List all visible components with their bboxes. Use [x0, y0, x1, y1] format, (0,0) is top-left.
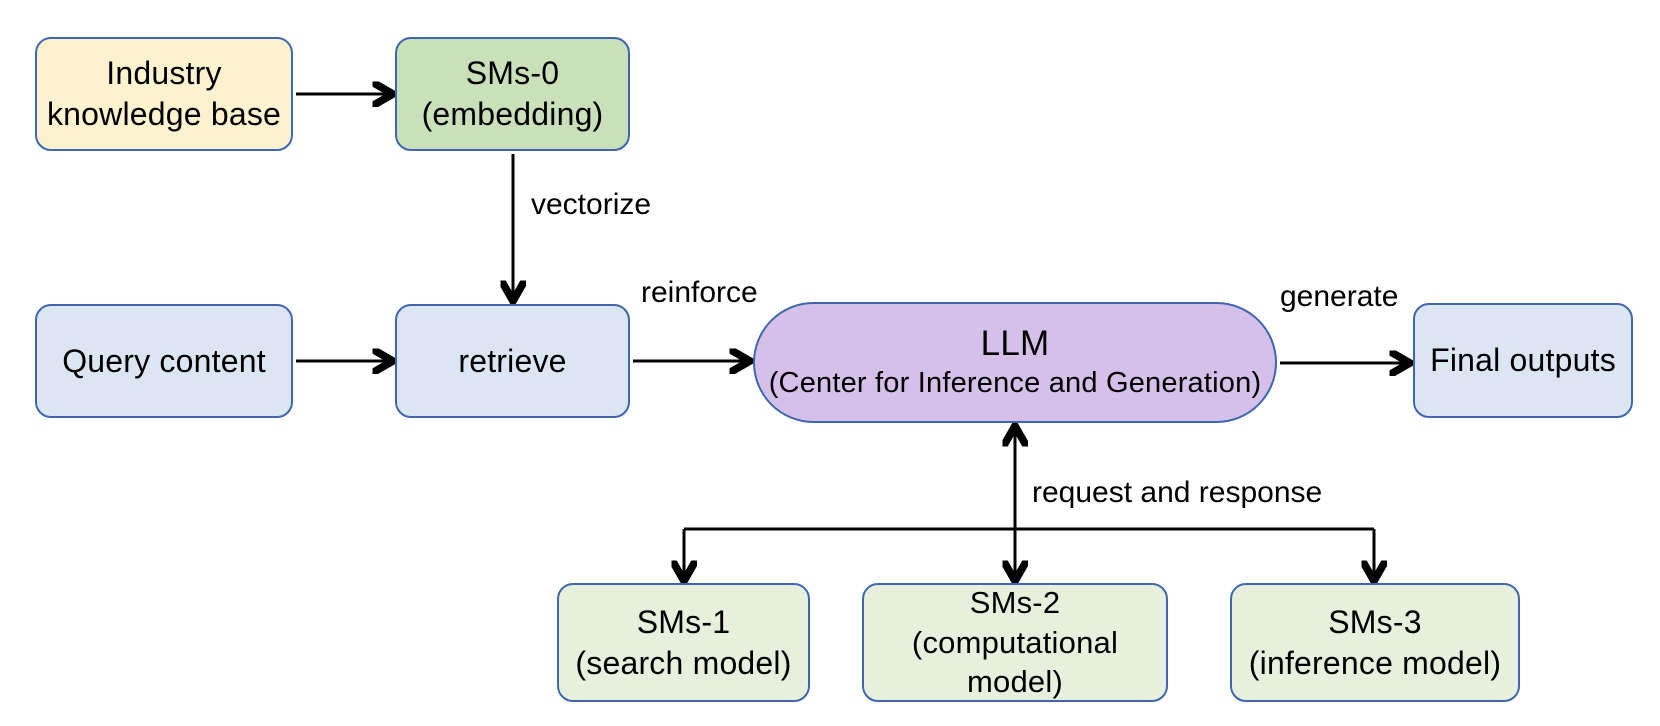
node-label-line: (inference model): [1248, 644, 1502, 681]
node-query-content: Query content: [35, 304, 293, 418]
node-sms3-inference-model: SMs-3 (inference model): [1230, 583, 1520, 702]
node-label-line: SMs-1: [636, 603, 731, 640]
node-label-line: (computational model): [911, 624, 1119, 700]
llm-subtitle: (Center for Inference and Generation): [768, 367, 1262, 400]
edge-label-vectorize: vectorize: [531, 188, 652, 221]
node-label-line: Query content: [62, 342, 266, 379]
node-label-line: retrieve: [458, 342, 567, 379]
node-label-line: Industry: [106, 55, 222, 92]
node-label-line: SMs-2: [969, 585, 1061, 620]
node-sms1-search-model: SMs-1 (search model): [557, 583, 810, 702]
node-label-line: SMs-0: [465, 55, 560, 92]
node-industry-knowledge-base: Industry knowledge base: [35, 37, 293, 151]
node-sms0-embedding: SMs-0 (embedding): [395, 37, 630, 151]
node-sms2-computational-model: SMs-2 (computational model): [862, 583, 1168, 702]
edge-label-request-response: request and response: [1032, 476, 1323, 509]
node-retrieve: retrieve: [395, 304, 630, 418]
node-label-line: (embedding): [421, 96, 604, 132]
node-label-line: SMs-3: [1328, 603, 1422, 640]
node-final-outputs: Final outputs: [1413, 303, 1633, 418]
node-label-line: Final outputs: [1430, 342, 1616, 379]
node-llm-center: LLM (Center for Inference and Generation…: [753, 302, 1277, 423]
llm-title: LLM: [980, 324, 1050, 364]
edge-label-generate: generate: [1280, 280, 1399, 313]
node-label-line: knowledge base: [46, 96, 282, 132]
edge-label-reinforce: reinforce: [641, 276, 758, 309]
node-label-line: (search model): [575, 644, 792, 681]
